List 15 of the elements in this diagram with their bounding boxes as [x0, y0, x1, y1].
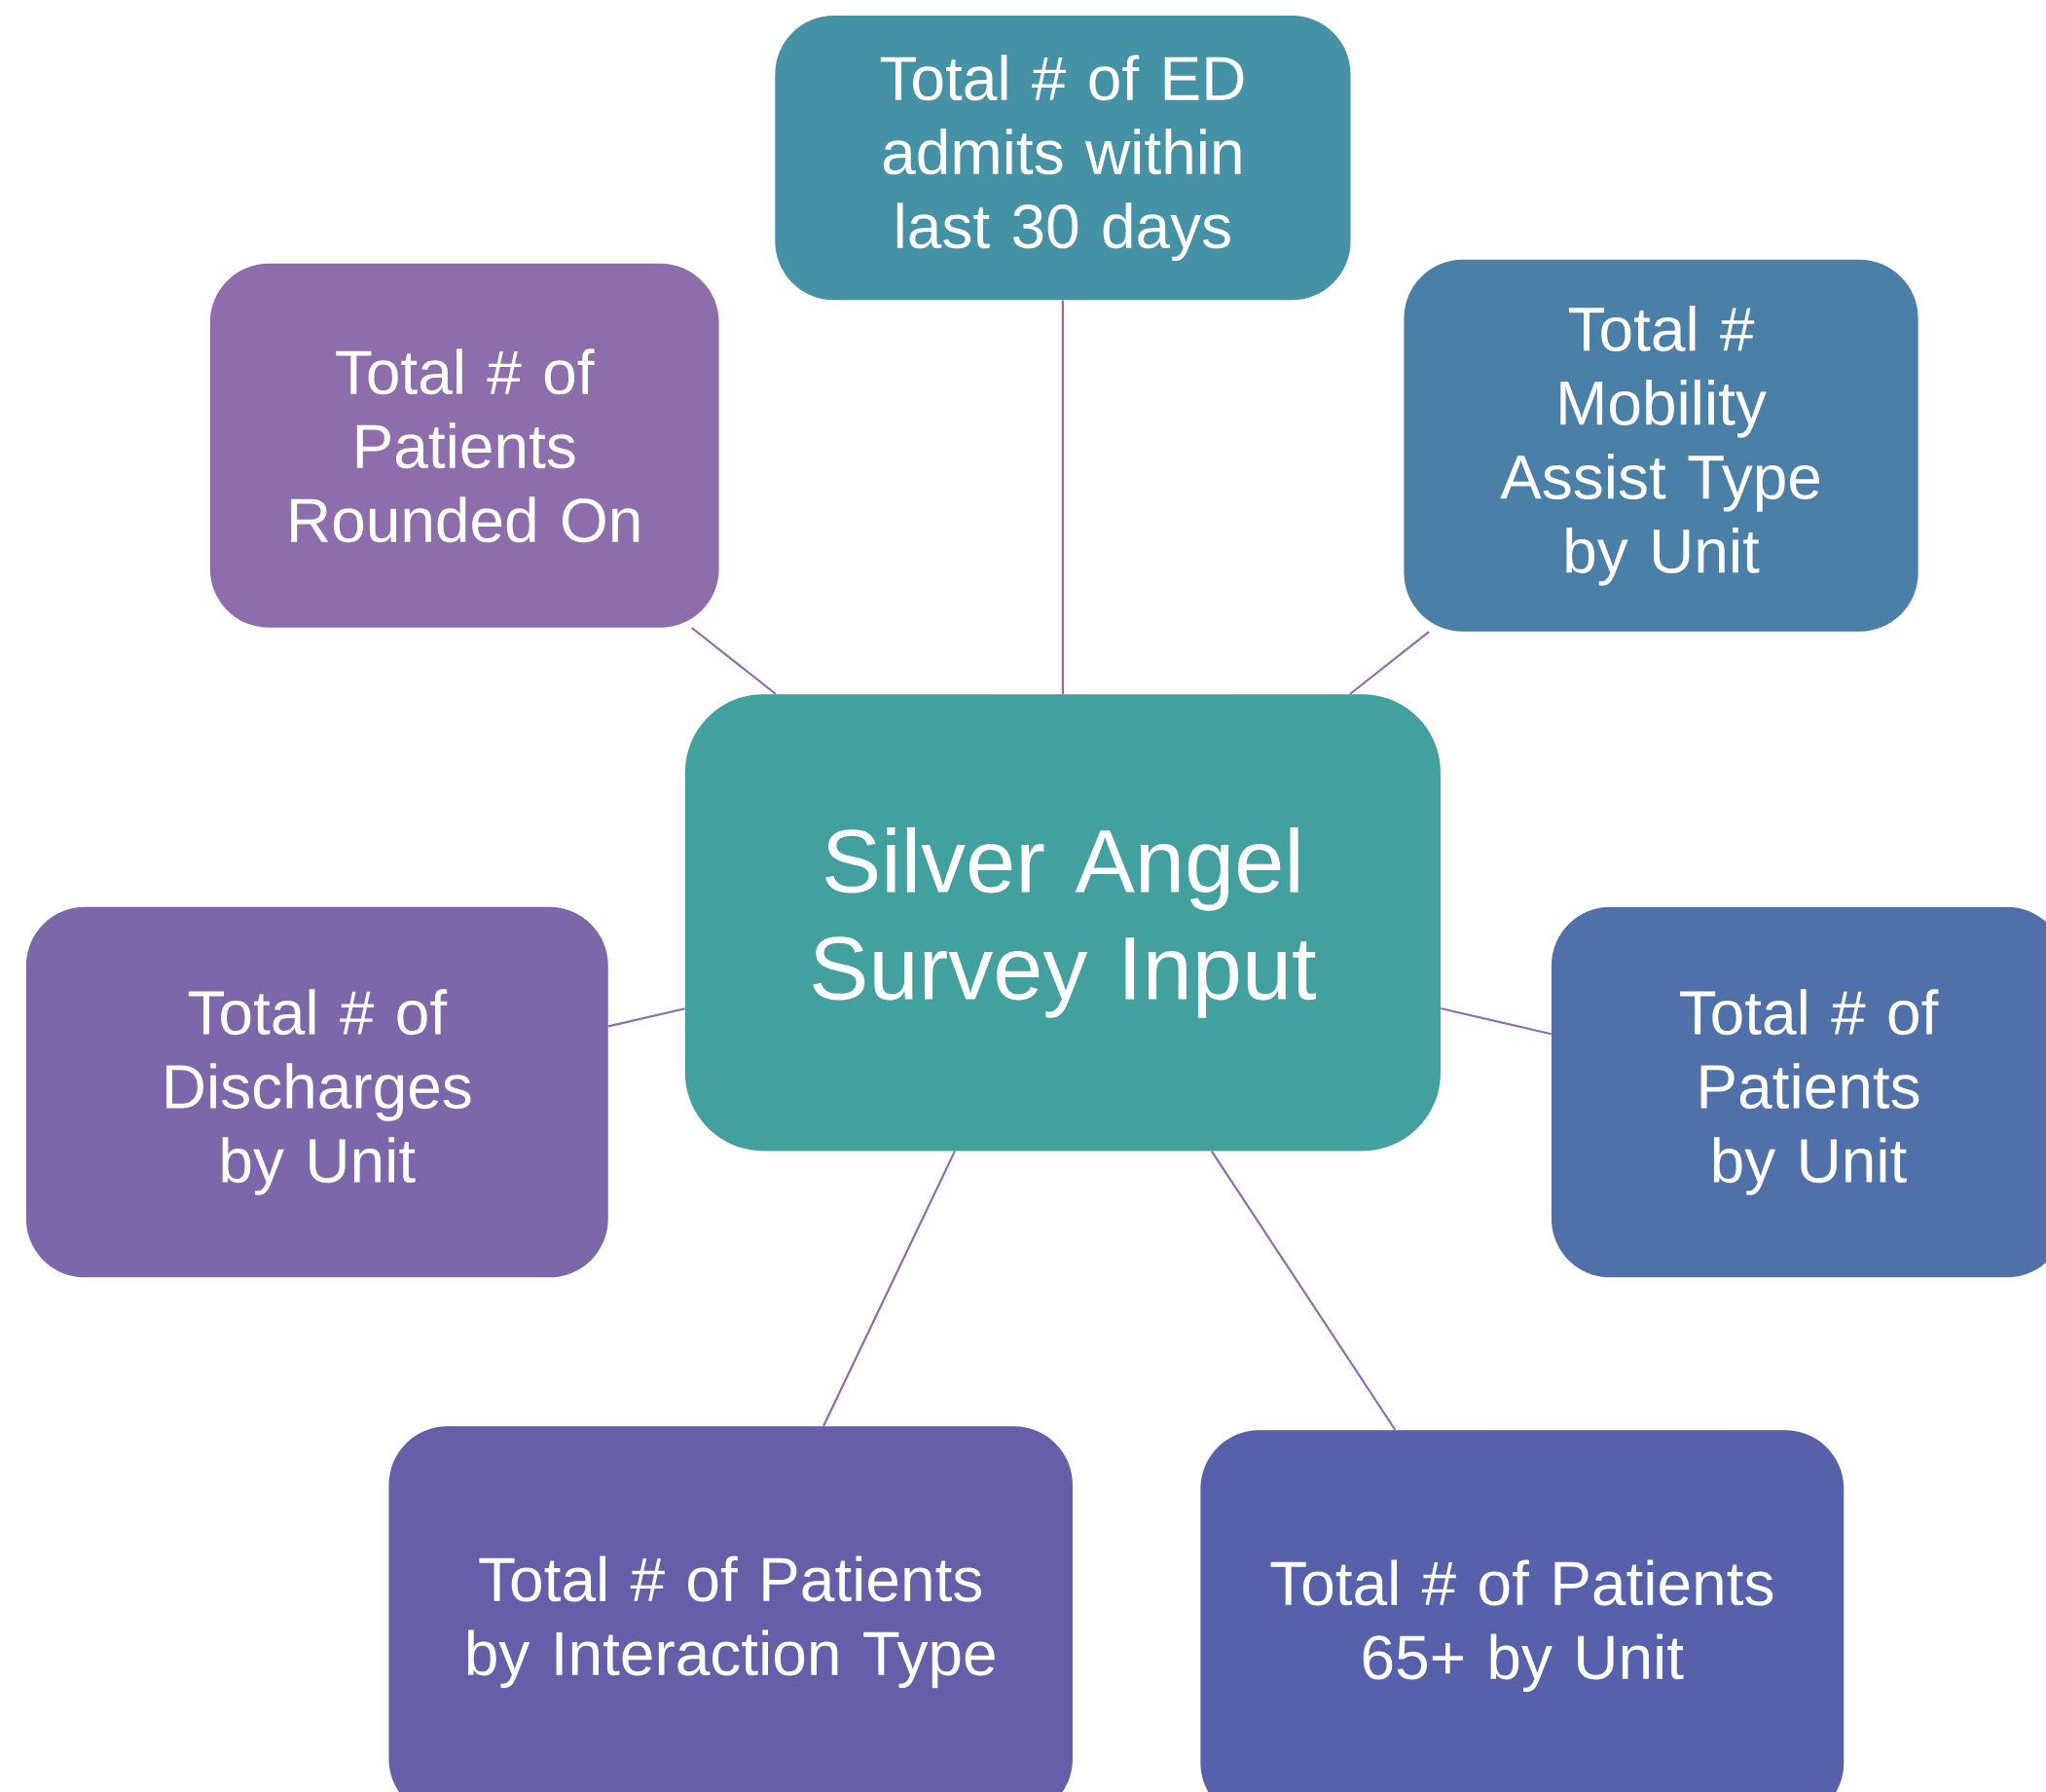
topic-box: Total # of Patients Rounded On — [209, 263, 719, 628]
topic-box: Total # of Patients 65+ by Unit — [1200, 1430, 1845, 1792]
connector-line — [1440, 1006, 1552, 1036]
connector-line — [1210, 1151, 1397, 1431]
topic-box: Total # of Patients by Interaction Type — [388, 1426, 1073, 1792]
connector-line — [822, 1151, 956, 1427]
topic-box: Total # of ED admits within last 30 days — [775, 16, 1351, 301]
topic-box: Total # Mobility Assist Type by Unit — [1404, 259, 1918, 632]
connector-line — [1349, 631, 1430, 695]
connector-line — [607, 1007, 685, 1028]
topic-box: Total # of Patients by Unit — [1551, 906, 2046, 1278]
topic-box: Total # of Discharges by Unit — [25, 906, 608, 1278]
connector-line — [691, 627, 777, 695]
central-box: Silver Angel Survey Input — [684, 694, 1441, 1152]
connector-line — [1061, 300, 1064, 694]
